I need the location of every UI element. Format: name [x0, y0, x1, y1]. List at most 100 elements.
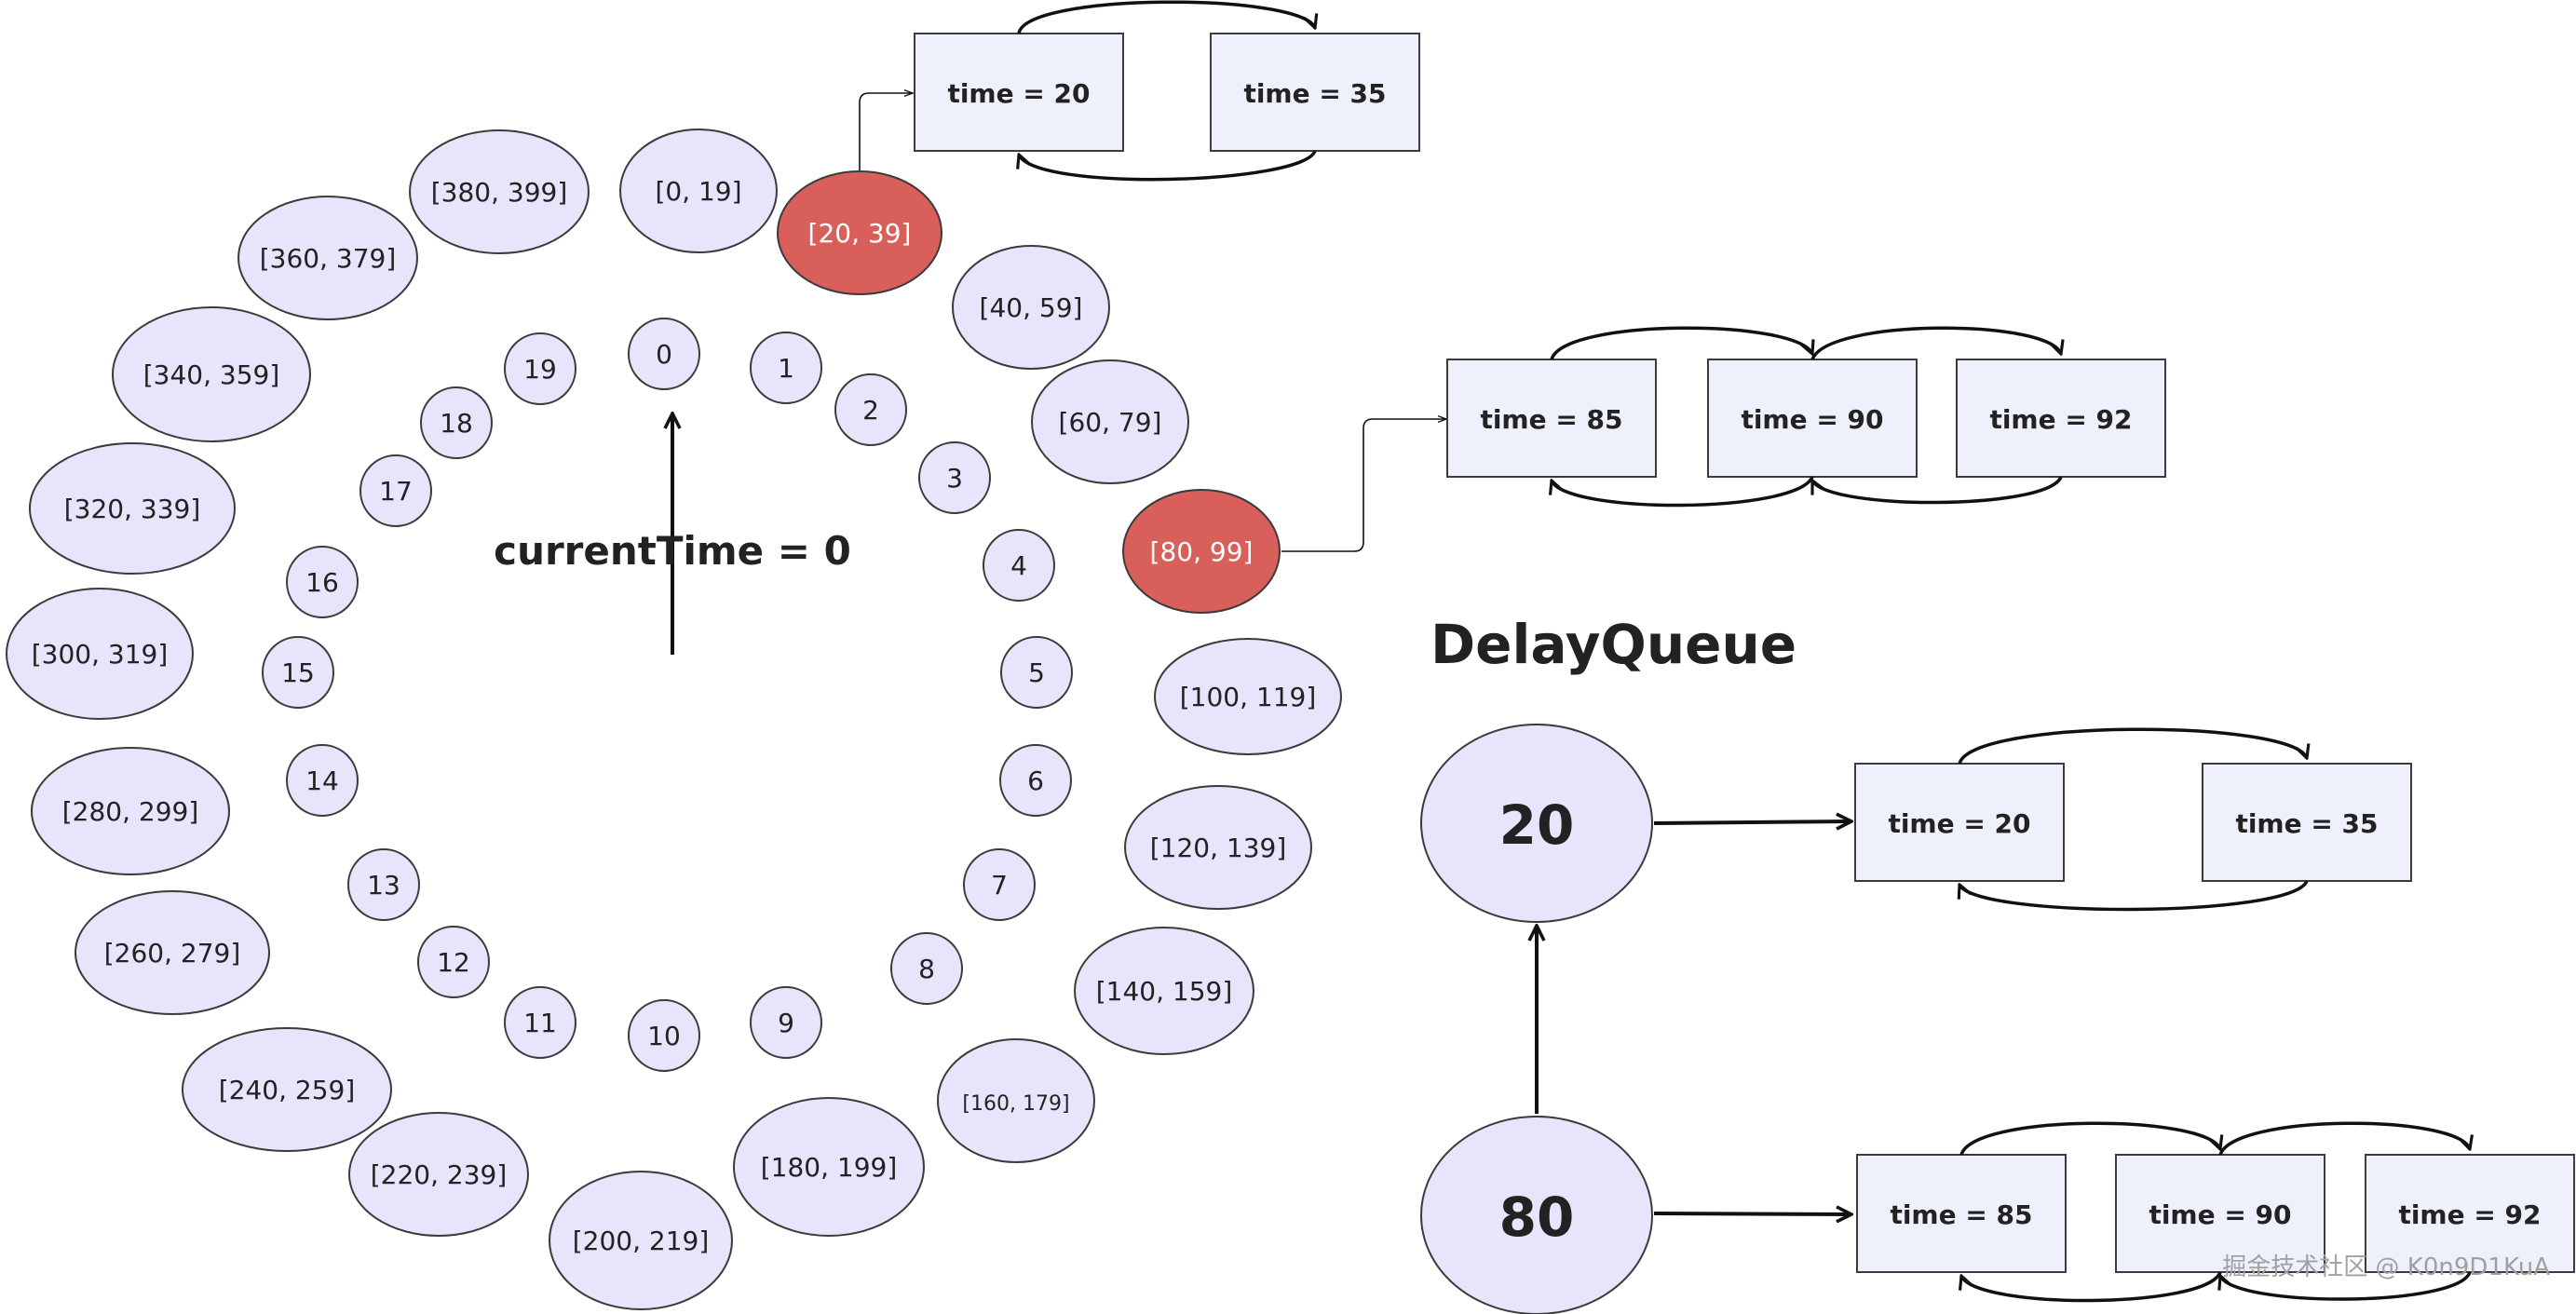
svg-text:time = 85: time = 85 — [1890, 1199, 2032, 1230]
tick-label: 7 — [991, 870, 1008, 901]
task-box — [1854, 763, 2065, 882]
slot-label: [340, 359] — [143, 359, 280, 390]
slot-label: [360, 379] — [260, 243, 397, 274]
tick — [359, 454, 432, 527]
task-box — [2202, 763, 2412, 882]
slot-label: [140, 159] — [1096, 976, 1233, 1007]
slot-label: [0, 19] — [655, 176, 741, 207]
tick — [999, 744, 1072, 817]
current-time-label: currentTime = 0 — [494, 528, 851, 574]
slot — [237, 196, 418, 320]
slot — [29, 442, 236, 575]
tick-label: 12 — [437, 947, 470, 978]
slot — [549, 1171, 733, 1310]
svg-text:time = 35: time = 35 — [2235, 808, 2378, 839]
tick — [963, 848, 1036, 921]
slot — [1124, 785, 1312, 910]
tick — [834, 373, 907, 446]
slot-label: [220, 239] — [371, 1159, 508, 1190]
svg-text:time = 90: time = 90 — [2149, 1199, 2291, 1230]
svg-text:time = 20: time = 20 — [947, 78, 1090, 109]
tick — [890, 932, 963, 1005]
slot — [6, 588, 194, 720]
slot-label: [60, 79] — [1059, 407, 1162, 438]
slot — [733, 1097, 925, 1237]
tick-label: 16 — [305, 567, 339, 598]
tick — [628, 999, 700, 1072]
slot — [75, 890, 270, 1015]
slot — [112, 306, 311, 442]
tick-label: 14 — [305, 765, 339, 796]
slot — [1154, 638, 1342, 755]
tick-label: 11 — [523, 1008, 557, 1038]
tick — [750, 986, 822, 1059]
tick-label: 3 — [946, 463, 963, 494]
tick-label: 1 — [778, 353, 794, 384]
tick — [286, 546, 359, 618]
slot-highlighted — [1122, 489, 1281, 614]
slot — [937, 1038, 1095, 1163]
slot — [182, 1027, 392, 1152]
slot-label: [120, 139] — [1150, 833, 1287, 863]
tick-label: 6 — [1027, 765, 1044, 796]
tick-label: 10 — [647, 1021, 681, 1051]
svg-text:time = 85: time = 85 — [1480, 404, 1622, 435]
slot-label: [20, 39] — [808, 218, 912, 249]
svg-text:time = 92: time = 92 — [1989, 404, 2132, 435]
tick-label: 2 — [862, 395, 879, 426]
svg-text:time = 20: time = 20 — [1888, 808, 2030, 839]
tick-label: 18 — [440, 408, 473, 439]
slot — [619, 129, 778, 253]
slot-label: [380, 399] — [431, 177, 568, 208]
slot-label: [320, 339] — [64, 494, 201, 524]
current-time-pointer: currentTime = 0 — [494, 413, 851, 655]
slot-20-task-list: time = 20 time = 35 — [914, 0, 1420, 182]
slot — [409, 129, 590, 254]
task-box — [1956, 359, 2166, 478]
slot-label: [300, 319] — [32, 639, 169, 670]
queue-node — [1420, 724, 1653, 923]
tick — [750, 332, 822, 404]
slot-ring: [0, 19][20, 39][40, 59][60, 79][80, 99][… — [6, 129, 1342, 1310]
task-box — [1856, 1154, 2067, 1273]
slot-label: [100, 119] — [1180, 682, 1317, 712]
tick-label: 0 — [656, 339, 672, 370]
tick-label: 9 — [778, 1008, 794, 1038]
slot — [952, 245, 1110, 370]
slot — [1031, 359, 1189, 484]
delay-queue-title: DelayQueue — [1430, 613, 1796, 676]
tick — [420, 386, 493, 459]
queue-node — [1420, 1116, 1653, 1314]
slot-label: [40, 59] — [980, 292, 1083, 323]
slot-label: [200, 219] — [573, 1226, 710, 1256]
slot-label: [160, 179] — [962, 1092, 1069, 1116]
svg-text:time = 90: time = 90 — [1741, 404, 1883, 435]
slot-label: [280, 299] — [62, 796, 199, 827]
tick — [1000, 636, 1073, 709]
slot-highlighted — [777, 170, 942, 295]
svg-text:80: 80 — [1499, 1185, 1575, 1249]
svg-text:time = 92: time = 92 — [2398, 1199, 2541, 1230]
tick — [918, 441, 991, 514]
slot-label: [260, 279] — [104, 938, 241, 969]
tick-label: 13 — [367, 870, 400, 901]
slot-20-connector — [859, 93, 913, 170]
tick — [504, 332, 576, 405]
tick-label: 15 — [281, 657, 315, 688]
tick-label: 19 — [523, 354, 557, 385]
tick-label: 5 — [1028, 657, 1045, 688]
tick — [262, 636, 334, 709]
svg-text:20: 20 — [1499, 793, 1575, 857]
slot-80-connector — [1281, 419, 1446, 552]
tick — [628, 318, 700, 390]
task-box — [1210, 33, 1420, 152]
slot-80-task-list: time = 85 time = 90 time = 92 — [1446, 326, 2166, 508]
task-box — [1707, 359, 1918, 478]
task-box — [914, 33, 1124, 152]
slot — [348, 1112, 529, 1237]
tick — [983, 529, 1055, 602]
tick — [347, 848, 420, 921]
svg-text:time = 35: time = 35 — [1243, 78, 1386, 109]
tick — [504, 986, 576, 1059]
